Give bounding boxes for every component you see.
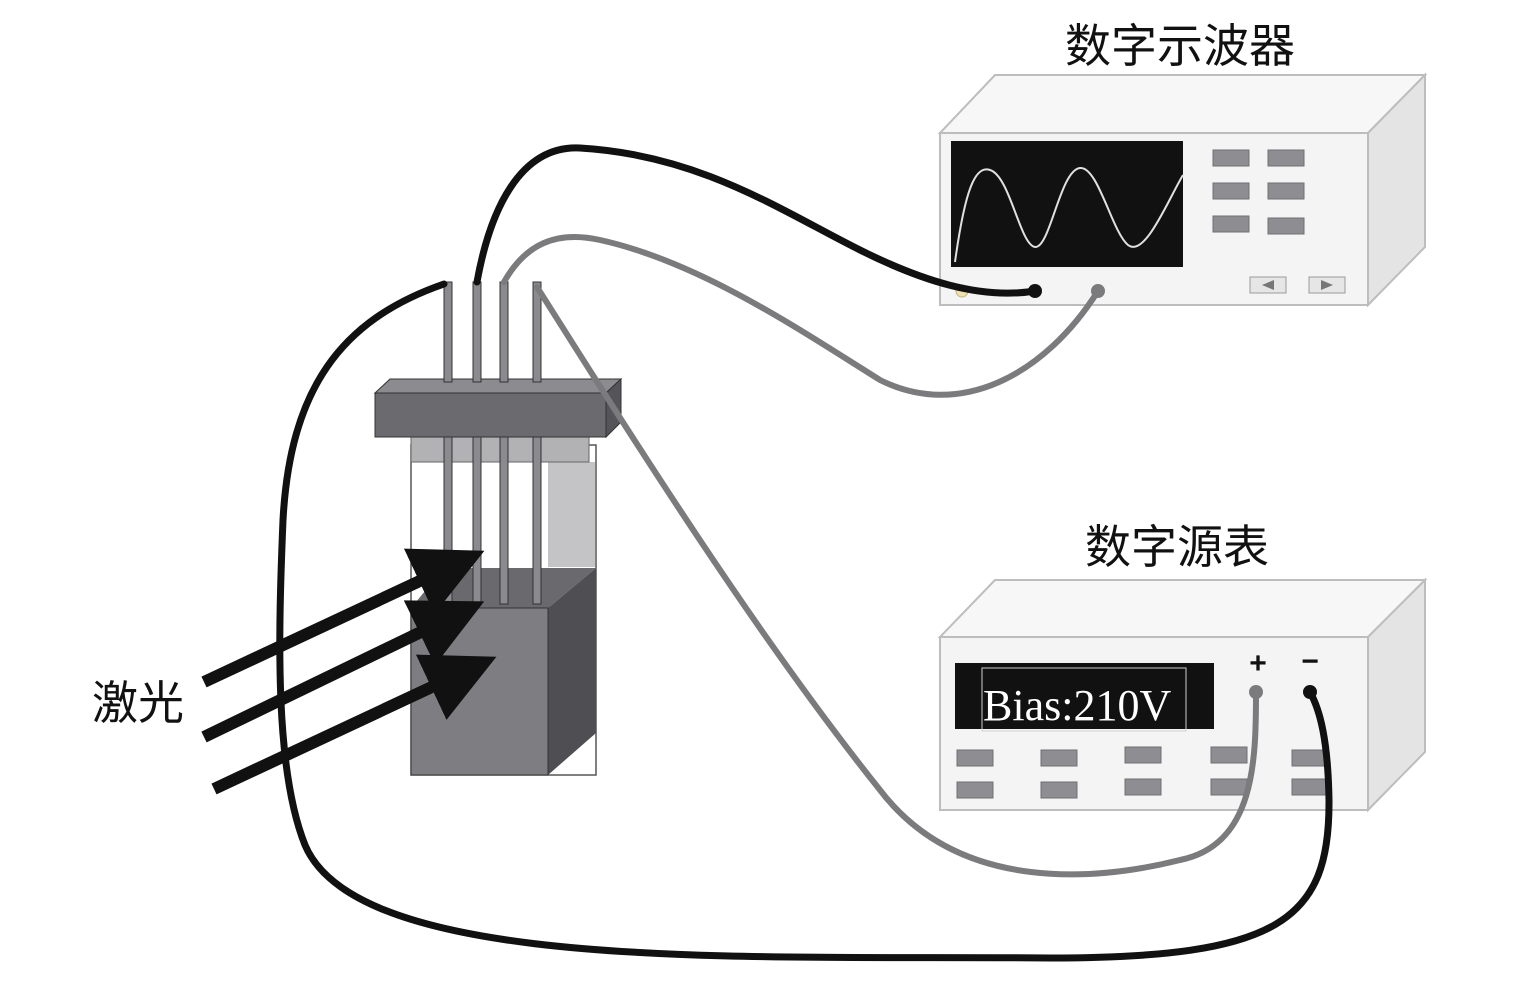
left-arrow-icon[interactable] — [1249, 276, 1287, 294]
oscilloscope-label: 数字示波器 — [1065, 19, 1295, 73]
wire-gray-to-source-plus — [534, 284, 1259, 878]
meter-button[interactable] — [1291, 749, 1329, 767]
oscilloscope-screen — [951, 141, 1183, 267]
oscilloscope — [937, 72, 1428, 308]
meter-button[interactable] — [1210, 778, 1248, 796]
wire-gray-to-oscilloscope — [501, 234, 1101, 398]
bias-readout: Bias:210V — [983, 681, 1171, 730]
source-meter: Bias:210V + − — [937, 577, 1428, 813]
meter-button[interactable] — [1040, 781, 1078, 799]
meter-button[interactable] — [1124, 746, 1162, 764]
laser-arrow-icon — [211, 654, 497, 795]
meter-button[interactable] — [956, 781, 994, 799]
meter-button[interactable] — [956, 749, 994, 767]
scope-button[interactable] — [1212, 215, 1250, 233]
wire-black-to-oscilloscope — [473, 144, 1039, 297]
meter-button[interactable] — [1124, 778, 1162, 796]
scope-button[interactable] — [1212, 182, 1250, 200]
crystal-side — [548, 568, 596, 775]
laser-arrow-icon — [201, 548, 485, 688]
meter-button[interactable] — [1040, 749, 1078, 767]
holder-bar-front — [374, 392, 607, 438]
laser-arrow-icon — [201, 600, 485, 743]
right-arrow-icon[interactable] — [1308, 276, 1346, 294]
source-meter-buttons — [956, 746, 1329, 799]
minus-terminal-label: − — [1301, 645, 1319, 678]
oscilloscope-buttons — [1212, 149, 1305, 235]
laser-label: 激光 — [92, 676, 184, 730]
meter-button[interactable] — [1291, 778, 1329, 796]
meter-button[interactable] — [1210, 746, 1248, 764]
scope-button[interactable] — [1212, 149, 1250, 167]
sine-trace — [954, 166, 1184, 263]
scope-button[interactable] — [1267, 182, 1305, 200]
source-meter-display — [955, 663, 1214, 729]
holder-bar-top — [373, 378, 623, 394]
source-meter-label: 数字源表 — [1085, 520, 1269, 574]
wire-black-to-source-minus — [276, 280, 1333, 962]
scope-button[interactable] — [1267, 217, 1305, 235]
laser-beams — [201, 548, 497, 795]
scope-button[interactable] — [1267, 149, 1305, 167]
plus-terminal-label: + — [1249, 647, 1267, 680]
